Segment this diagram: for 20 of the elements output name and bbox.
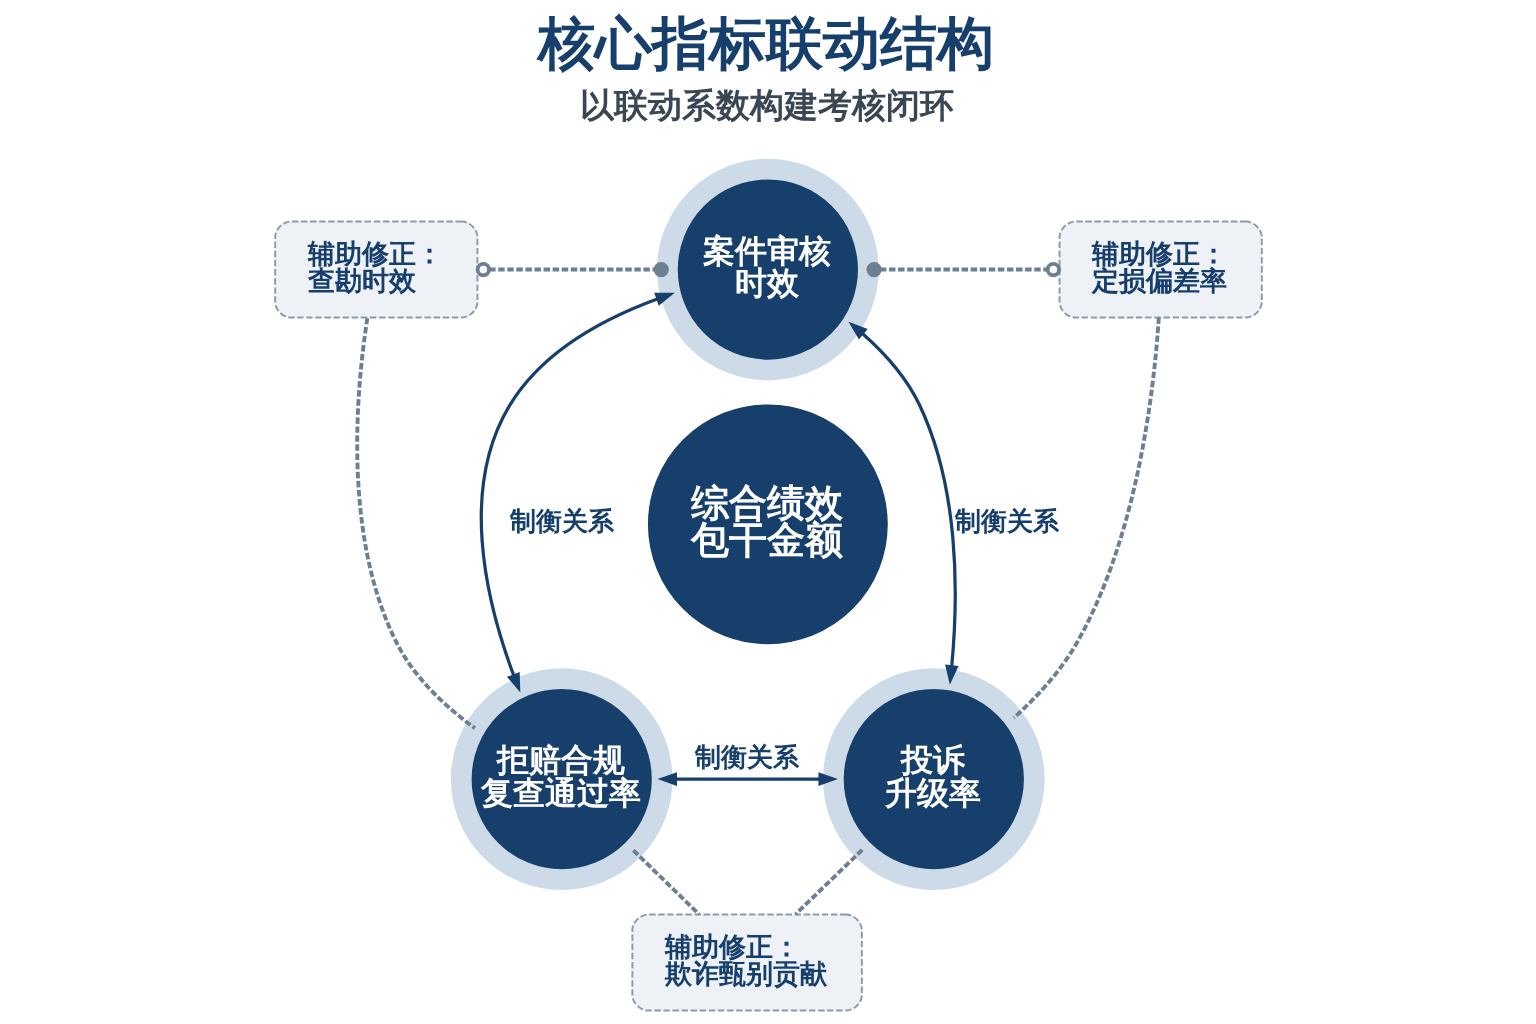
arrow [479, 292, 675, 693]
edge-label: 制衡关系 [509, 505, 614, 536]
connector [793, 848, 863, 916]
edge-label: 制衡关系 [694, 742, 799, 773]
diagram-title: 核心指标联动结构 [537, 10, 994, 77]
label: 以联动系数构建考核闭环 [580, 85, 955, 125]
connector [865, 261, 1061, 278]
node-box: 辅助修正： 定损偏差率 [1058, 220, 1263, 319]
node-circle: 投诉升级率 [822, 668, 1045, 890]
arrow [657, 772, 838, 786]
node-box: 辅助修正： 查勘时效 [273, 220, 478, 319]
node-box: 辅助修正： 欺诈甄别贡献 [630, 913, 863, 1012]
connector [1012, 317, 1161, 720]
node-circle: 综合绩效包干金额 [647, 404, 888, 645]
connector [631, 848, 700, 916]
node-circle: 案件审核时效 [656, 158, 879, 381]
edge-label: 制衡关系 [954, 505, 1059, 536]
connector [354, 317, 476, 730]
connector [475, 261, 669, 278]
arrow [847, 321, 959, 685]
